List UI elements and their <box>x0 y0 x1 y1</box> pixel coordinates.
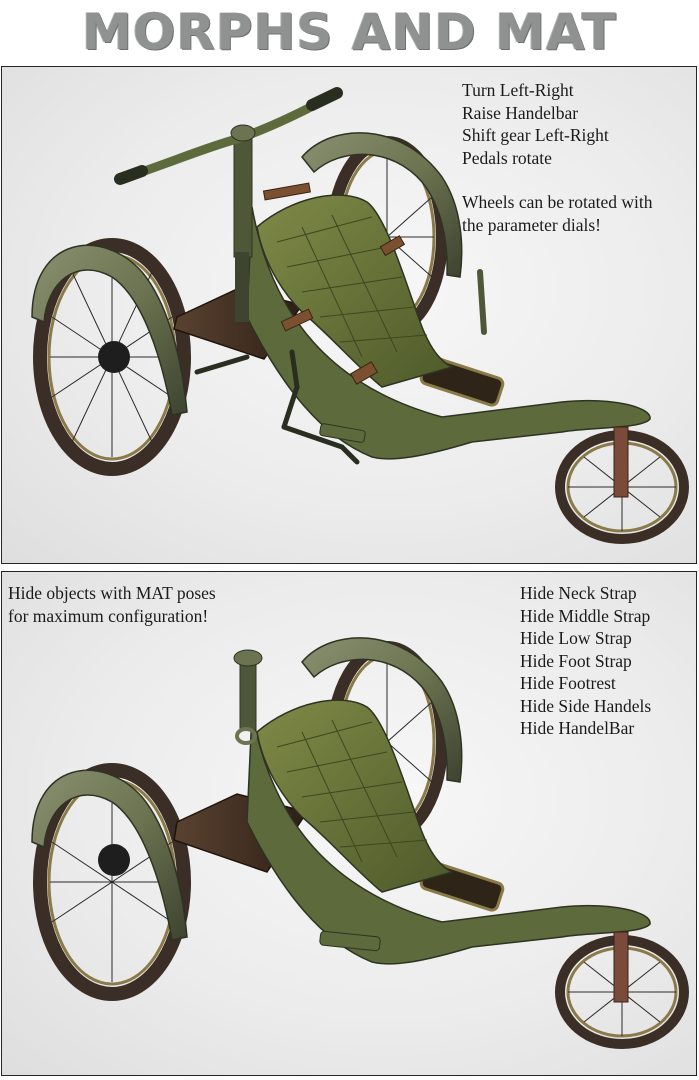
morph-item: Turn Left-Right <box>462 80 574 100</box>
tricycle-render-full <box>31 87 689 544</box>
left-fender <box>31 769 188 941</box>
wheels-note-line: the parameter dials! <box>462 214 601 235</box>
mat-pose-item: Hide Low Strap <box>520 628 632 648</box>
mat-intro: Hide objects with MAT poses for maximum … <box>8 582 216 627</box>
mat-pose-item: Hide Side Handels <box>520 695 652 716</box>
seat-straps <box>262 182 406 385</box>
page-title: MORPHS AND MAT POSES <box>82 3 617 121</box>
mat-poses-panel: Hide objects with MAT poses for maximum … <box>1 571 697 1076</box>
mat-pose-item: Hide HandelBar <box>520 718 635 738</box>
front-wheel <box>555 426 689 544</box>
morph-item: Pedals rotate <box>462 147 552 168</box>
morphs-panel: Turn Left-Right Raise Handelbar Shift ge… <box>1 66 697 564</box>
padded-seat <box>256 699 455 893</box>
handlebar-mount-stub <box>233 649 263 745</box>
morph-item: Raise Handelbar <box>462 102 579 123</box>
left-fender <box>31 244 188 416</box>
side-handle <box>477 269 487 335</box>
front-wheel <box>555 931 689 1049</box>
wheels-note-line: Wheels can be rotated with <box>462 192 653 212</box>
mat-pose-item: Hide Middle Strap <box>520 605 651 626</box>
morph-list: Turn Left-Right Raise Handelbar Shift ge… <box>462 79 652 236</box>
mat-pose-item: Hide Neck Strap <box>520 583 637 603</box>
mat-intro-line: Hide objects with MAT poses <box>8 583 216 603</box>
mat-pose-item: Hide Foot Strap <box>520 650 632 671</box>
padded-seat <box>256 194 455 388</box>
mat-pose-item: Hide Footrest <box>520 673 616 693</box>
pedal-cranks <box>194 349 360 465</box>
handlebar <box>114 87 343 322</box>
mat-pose-list: Hide Neck Strap Hide Middle Strap Hide L… <box>520 582 651 740</box>
tricycle-render-stripped <box>31 637 689 1049</box>
right-fender <box>301 132 463 278</box>
mat-intro-line: for maximum configuration! <box>8 605 209 626</box>
right-fender <box>301 637 463 783</box>
morph-item: Shift gear Left-Right <box>462 125 609 145</box>
